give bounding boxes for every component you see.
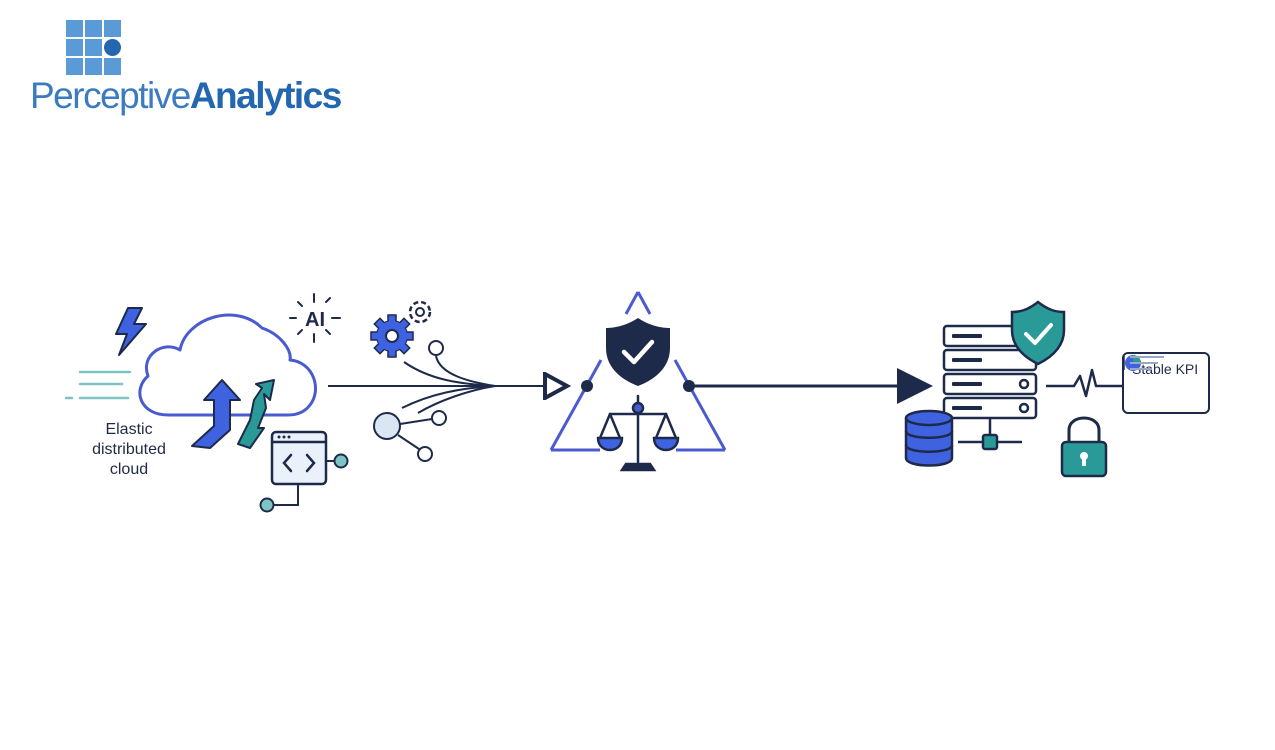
logo-text-bold: Analytics bbox=[189, 75, 343, 116]
gears-icon bbox=[370, 300, 432, 358]
server-shield-icon bbox=[1010, 300, 1066, 366]
triangle-node-left bbox=[581, 380, 593, 392]
ai-label: AI bbox=[305, 309, 325, 331]
sync-arrows-icon bbox=[191, 379, 275, 449]
pulse-line-icon bbox=[1046, 368, 1122, 398]
pipeline-diagram: AI bbox=[0, 230, 1275, 550]
company-logo: PerceptiveAnalytics bbox=[30, 18, 342, 122]
database-icon bbox=[904, 409, 954, 467]
pipeline-diagram-svg: AI bbox=[64, 291, 1122, 513]
logo-grid-icon bbox=[66, 20, 124, 78]
logo-text-light: Perceptive bbox=[30, 75, 191, 116]
kpi-card-icon: Stable KPI bbox=[1122, 352, 1210, 414]
converging-network-icon bbox=[328, 355, 496, 414]
speed-lines-icon bbox=[64, 370, 132, 400]
code-window-icon bbox=[259, 430, 349, 513]
balance-scale-icon bbox=[596, 394, 680, 472]
ai-spark-icon bbox=[289, 293, 341, 343]
kpi-lines-icon bbox=[1124, 356, 1164, 370]
cloud-label: Elastic distributed cloud bbox=[84, 420, 174, 480]
kpi-label: Stable KPI bbox=[1132, 361, 1199, 377]
padlock-icon bbox=[1060, 416, 1108, 478]
cloud-label-line-1: Elastic bbox=[105, 421, 153, 438]
cloud-label-line-3: cloud bbox=[109, 461, 149, 478]
logo-wordmark: PerceptiveAnalytics bbox=[30, 75, 343, 116]
triangle-frame bbox=[549, 291, 727, 452]
network-nodes bbox=[373, 340, 447, 462]
lightning-icon bbox=[115, 307, 147, 356]
shield-check-icon bbox=[606, 318, 670, 386]
cloud-label-line-2: distributed bbox=[92, 441, 166, 458]
